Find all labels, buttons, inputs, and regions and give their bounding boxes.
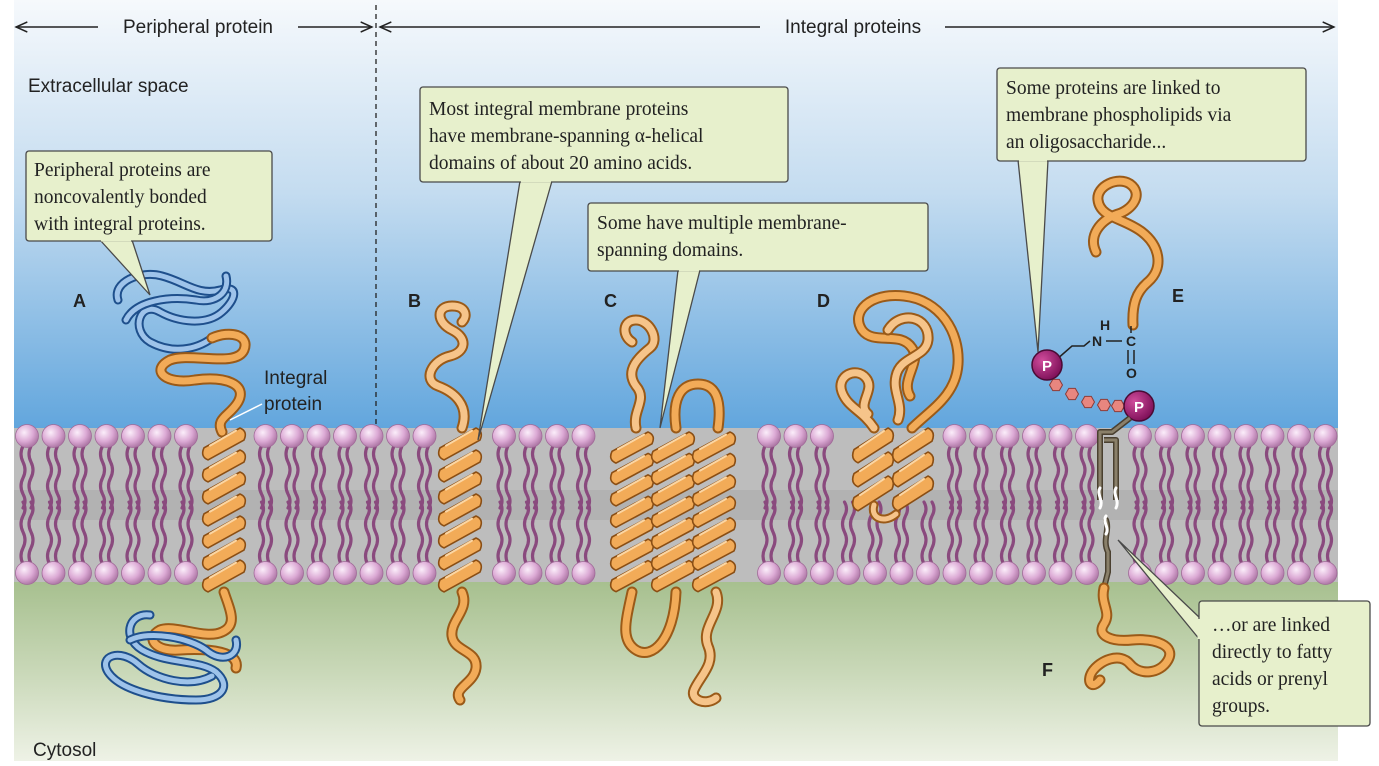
callout-multiple: Some have multiple membrane- spanning do… bbox=[587, 202, 929, 429]
svg-text:Most integral membrane protein: Most integral membrane proteins have mem… bbox=[429, 99, 708, 174]
integral-protein-label-line2: protein bbox=[264, 394, 322, 415]
label-e: E bbox=[1172, 286, 1184, 306]
label-a: A bbox=[73, 291, 86, 311]
phospholipid-heads bbox=[15, 424, 1338, 585]
protein-letter-labels: A B C D E F Integral protein bbox=[73, 286, 1184, 680]
callout-helical: Most integral membrane proteins have mem… bbox=[419, 86, 789, 441]
svg-text:C: C bbox=[1126, 333, 1136, 349]
protein-b bbox=[424, 300, 483, 706]
protein-a-helix bbox=[201, 427, 247, 593]
svg-text:P: P bbox=[1042, 358, 1052, 375]
svg-text:H: H bbox=[1100, 317, 1110, 333]
peripheral-protein-top bbox=[112, 270, 239, 354]
protein-c bbox=[609, 314, 737, 708]
integral-proteins-heading: Integral proteins bbox=[785, 17, 921, 38]
protein-a bbox=[101, 270, 251, 705]
protein-f bbox=[1084, 514, 1176, 690]
phosphate-upper bbox=[1031, 349, 1063, 381]
protein-d bbox=[835, 290, 964, 524]
integral-protein-label-line1: Integral bbox=[264, 368, 327, 389]
callout-fatty-acids: …or are linked directly to fatty acids o… bbox=[1117, 539, 1371, 727]
lipid-tails bbox=[19, 444, 1334, 566]
svg-text:Some have multiple membrane-: Some have multiple membrane- spanning do… bbox=[597, 213, 852, 261]
svg-text:…or are linked directly: …or are linked directly to fatty acids o… bbox=[1212, 615, 1337, 717]
protein-e: H N C O P P bbox=[1031, 175, 1164, 510]
callout-oligosaccharide: Some proteins are linked to membrane pho… bbox=[996, 67, 1307, 353]
protein-d-helices bbox=[851, 427, 935, 512]
svg-text:P: P bbox=[1134, 399, 1144, 416]
oligosaccharide-chain bbox=[1048, 378, 1126, 413]
svg-text:Some proteins are linked to: Some proteins are linked to membrane pho… bbox=[1006, 78, 1236, 153]
svg-text:N: N bbox=[1092, 333, 1102, 349]
peripheral-protein-bottom bbox=[101, 610, 241, 705]
header: Peripheral protein Integral proteins bbox=[16, 5, 1334, 425]
protein-b-helix bbox=[437, 427, 483, 593]
label-f: F bbox=[1042, 660, 1053, 680]
label-b: B bbox=[408, 291, 421, 311]
svg-text:Peripheral proteins are: Peripheral proteins are noncovalently bo… bbox=[34, 160, 215, 235]
integral-protein-leader bbox=[229, 403, 263, 421]
cytosol-label: Cytosol bbox=[33, 740, 96, 761]
svg-text:O: O bbox=[1126, 365, 1137, 381]
protein-c-helices bbox=[609, 431, 737, 593]
extracellular-space-label: Extracellular space bbox=[28, 76, 189, 97]
label-d: D bbox=[817, 291, 830, 311]
callout-peripheral: Peripheral proteins are noncovalently bo… bbox=[25, 150, 273, 296]
amide-linkage: H N C O bbox=[1055, 317, 1137, 381]
peripheral-protein-heading: Peripheral protein bbox=[123, 17, 273, 38]
phosphate-lower bbox=[1123, 390, 1155, 422]
label-c: C bbox=[604, 291, 617, 311]
